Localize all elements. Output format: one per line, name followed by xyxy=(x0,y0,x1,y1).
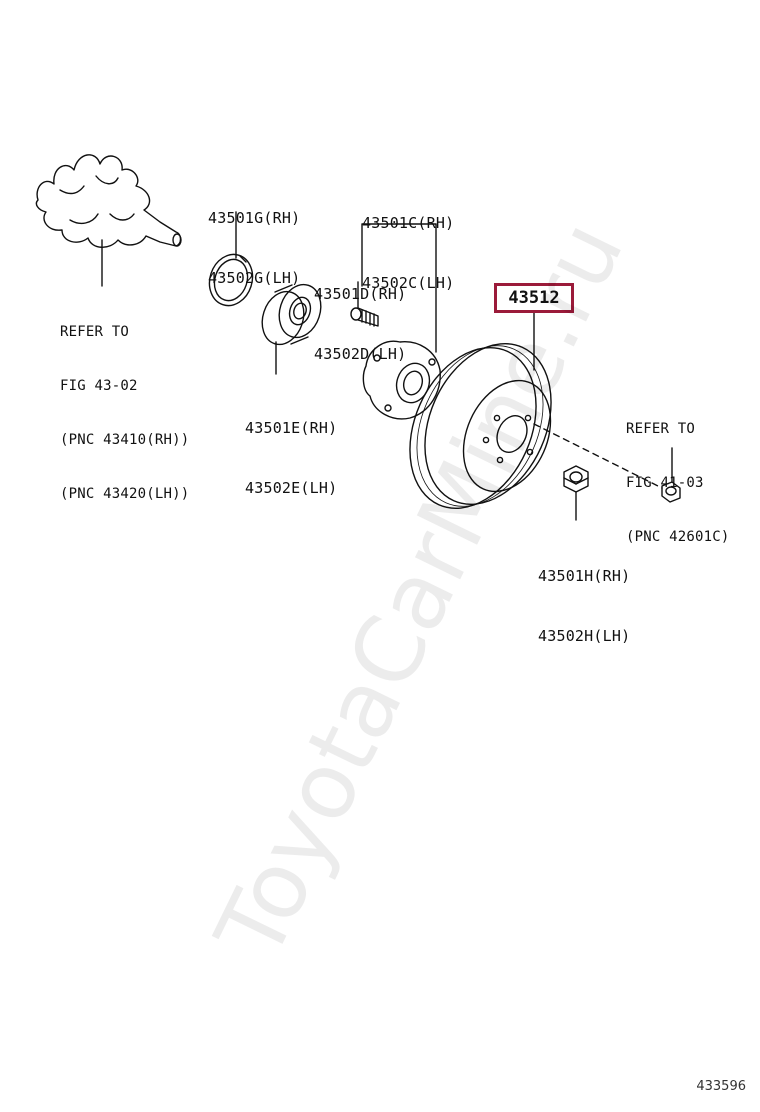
callout-line: FIG 43-02 xyxy=(60,378,138,394)
callout-line: REFER TO xyxy=(60,324,130,340)
brake-disc-part xyxy=(409,343,552,509)
callout-line: 43502H(LH) xyxy=(538,627,631,645)
callout-line: (PNC 43420(LH)) xyxy=(60,486,190,502)
callout-screw-refer: REFER TO FIG 41-03 (PNC 42601C) xyxy=(626,384,730,564)
highlighted-part-number[interactable]: 43512 xyxy=(494,283,574,313)
callout-line: REFER TO xyxy=(626,421,696,437)
callout-line: 43502E(LH) xyxy=(245,479,338,497)
callout-line: 43502C(LH) xyxy=(362,274,455,292)
callout-hub: 43501C(RH) 43502C(LH) xyxy=(362,173,454,313)
hub-nut-part xyxy=(563,465,589,493)
bearing-part xyxy=(261,283,322,346)
hub-bolt-part xyxy=(350,307,379,327)
callout-bearing: 43501E(RH) 43502E(LH) xyxy=(245,378,337,518)
figure-number: 433596 xyxy=(696,1079,746,1094)
drive-shaft-part xyxy=(35,154,182,248)
callout-line: 43502G(LH) xyxy=(208,269,301,287)
callout-line: 43501C(RH) xyxy=(362,214,455,232)
callout-shaft-refer: REFER TO FIG 43-02 (PNC 43410(RH)) (PNC … xyxy=(60,287,189,521)
callout-line: 43501H(RH) xyxy=(538,567,631,585)
callout-line: 43501G(RH) xyxy=(208,209,301,227)
callout-line: FIG 41-03 xyxy=(626,475,704,491)
dashed-screw-path xyxy=(533,423,663,489)
snap-ring-part xyxy=(208,253,254,307)
callout-line: (PNC 42601C) xyxy=(626,529,730,545)
callout-line: 43501D(RH) xyxy=(314,285,407,303)
callout-line: 43501E(RH) xyxy=(245,419,338,437)
leader-hub xyxy=(361,223,437,353)
callout-line: 43502D(LH) xyxy=(314,345,407,363)
callout-hub-bolt: 43501D(RH) 43502D(LH) xyxy=(314,244,406,384)
callout-line: (PNC 43410(RH)) xyxy=(60,432,190,448)
callout-snap-ring: 43501G(RH) 43502G(LH) xyxy=(208,168,300,308)
callout-nut: 43501H(RH) 43502H(LH) xyxy=(538,526,630,666)
